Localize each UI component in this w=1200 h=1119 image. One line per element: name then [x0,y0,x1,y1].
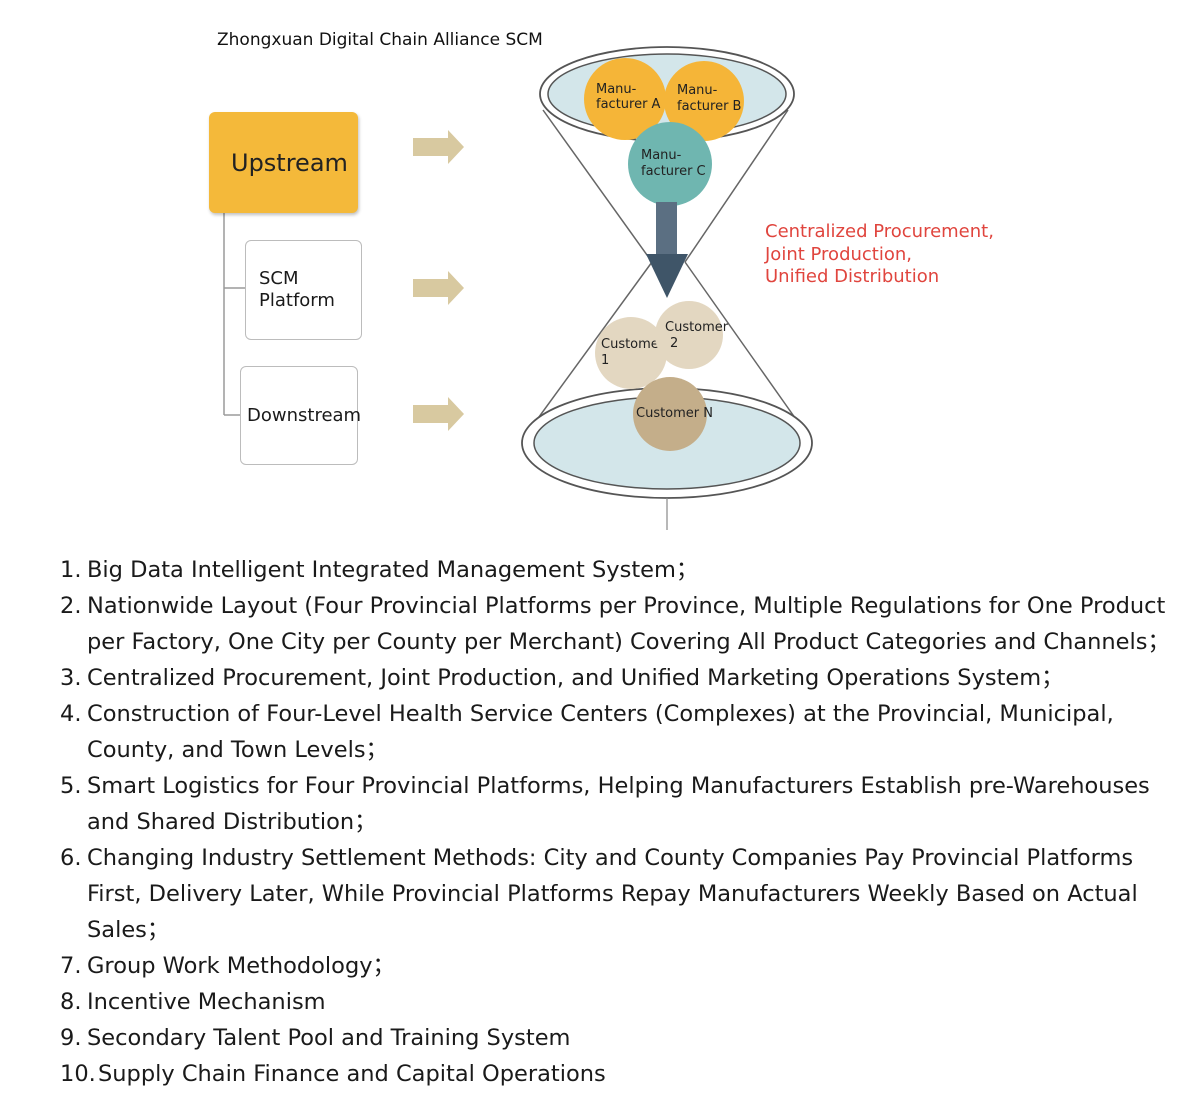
process-note: Centralized Procurement, Joint Productio… [765,221,994,289]
list-item-number: 8. [60,989,82,1015]
list-item: 1.Big Data Intelligent Integrated Manage… [60,552,1185,588]
upstream-label: Upstream [231,148,348,177]
manufacturer-c-label-2: facturer C [641,164,706,179]
list-item: 3.Centralized Procurement, Joint Product… [60,660,1185,696]
list-item-text: Nationwide Layout (Four Provincial Platf… [87,593,1170,655]
manufacturer-a-label-2: facturer A [596,97,661,112]
customer-2-node: Customer 2 [655,301,729,369]
list-item-text: Smart Logistics for Four Provincial Plat… [87,773,1150,835]
list-item-text: Secondary Talent Pool and Training Syste… [87,1025,571,1051]
customer-2-label-1: Customer [665,320,729,335]
list-item-number: 9. [60,1025,82,1051]
list-item: 2.Nationwide Layout (Four Provincial Pla… [60,588,1185,660]
downstream-label: Downstream [247,405,362,426]
list-item-number: 10. [60,1061,96,1087]
list-item: 10.Supply Chain Finance and Capital Oper… [60,1056,1185,1092]
list-item-text: Changing Industry Settlement Methods: Ci… [87,845,1138,943]
list-item-text: Construction of Four-Level Health Servic… [87,701,1114,763]
list-item-text: Centralized Procurement, Joint Productio… [87,665,1064,691]
list-item-number: 5. [60,773,82,799]
list-item: 5.Smart Logistics for Four Provincial Pl… [60,768,1185,840]
manufacturer-a-label-1: Manu- [596,82,637,97]
list-item-number: 4. [60,701,82,727]
manufacturer-b-label-2: facturer B [677,99,741,114]
list-item-text: Big Data Intelligent Integrated Manageme… [87,557,699,583]
customer-n-node: Customer N [633,377,713,451]
manufacturer-a-node: Manu- facturer A [584,58,666,140]
downstream-box: Downstream [240,366,362,465]
list-item-text: Group Work Methodology； [87,953,396,979]
flow-down-arrow [646,202,688,298]
stage-connector [223,213,245,416]
list-item: 6.Changing Industry Settlement Methods: … [60,840,1185,948]
list-item-number: 3. [60,665,82,691]
list-item-text: Incentive Mechanism [87,989,326,1015]
list-item-text: Supply Chain Finance and Capital Operati… [98,1061,606,1087]
upstream-box: Upstream [209,112,358,213]
customer-n-label: Customer N [636,406,713,421]
customer-2-label-2: 2 [670,336,678,351]
list-item-number: 2. [60,593,82,619]
manufacturer-b-node: Manu- facturer B [664,61,744,141]
customer-1-label-1: Customer [601,337,665,352]
process-note-line-1: Centralized Procurement, [765,221,994,242]
side-arrow-downstream [413,397,464,431]
side-arrow-upstream [413,130,464,164]
manufacturer-c-node: Manu- facturer C [628,122,712,206]
list-item: 8.Incentive Mechanism [60,984,1185,1020]
scm-platform-box: SCM Platform [245,240,362,340]
system-features-list: 1.Big Data Intelligent Integrated Manage… [60,552,1185,1092]
list-item: 4.Construction of Four-Level Health Serv… [60,696,1185,768]
manufacturer-c-label-1: Manu- [641,148,682,163]
customer-1-node: Customer 1 [595,317,667,389]
list-item-number: 6. [60,845,82,871]
process-note-line-2: Joint Production, [765,243,912,265]
scm-platform-label-1: SCM [259,268,299,289]
list-item: 7.Group Work Methodology； [60,948,1185,984]
hourglass-diagram: Manu- facturer A Manu- facturer B Manu- … [223,46,813,530]
diagram-title: Zhongxuan Digital Chain Alliance SCM [217,30,543,50]
process-note-line-3: Unified Distribution [765,266,940,287]
scm-platform-label-2: Platform [259,290,335,311]
hourglass-outline [527,109,806,433]
side-arrow-scm [413,271,464,305]
list-item: 9.Secondary Talent Pool and Training Sys… [60,1020,1185,1056]
list-item-number: 1. [60,557,82,583]
customer-1-label-2: 1 [601,353,609,368]
list-item-number: 7. [60,953,82,979]
manufacturer-b-label-1: Manu- [677,83,718,98]
